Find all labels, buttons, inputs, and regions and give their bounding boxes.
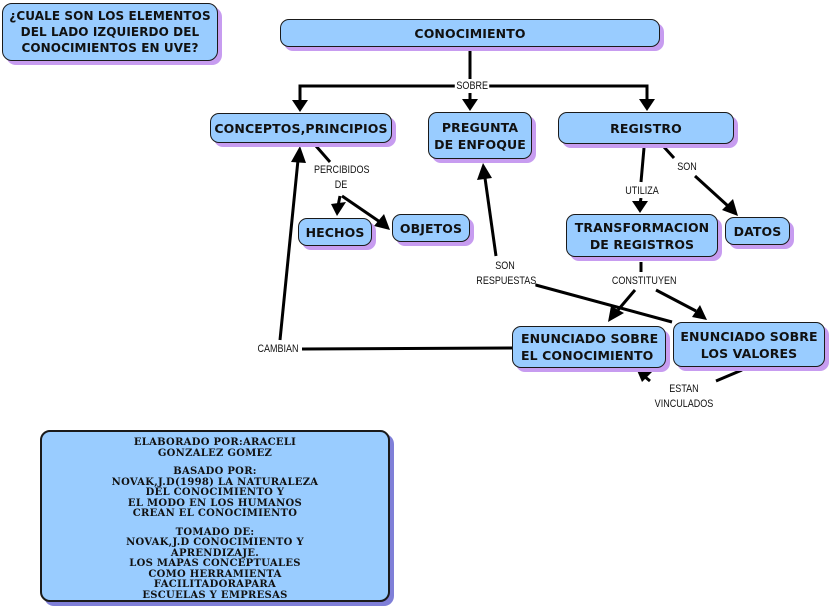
link-label-constituyen: CONSTITUYEN — [610, 274, 677, 288]
node-enunciado-conocimiento[interactable]: ENUNCIADO SOBRE EL CONOCIMIENTO — [512, 326, 666, 368]
link-label-percibidos-de: PERCIBIDOS DE — [312, 163, 370, 193]
connector-enunciado-cambian — [301, 346, 513, 351]
node-transformacion-registros[interactable]: TRANSFORMACION DE REGISTROS — [566, 214, 718, 257]
link-label-utiliza: UTILIZA — [621, 184, 663, 198]
node-datos[interactable]: DATOS — [725, 217, 790, 245]
node-enunciado-conocimiento-label: ENUNCIADO SOBRE EL CONOCIMIENTO — [521, 331, 659, 363]
arrowhead-enunciado-conocimiento — [608, 306, 624, 322]
link-label-cambian: CAMBIAN — [255, 342, 301, 356]
connector-sonresp-pregunta — [483, 177, 498, 257]
node-conocimiento-label: CONOCIMIENTO — [414, 25, 526, 41]
link-label-son: SON — [674, 160, 700, 174]
node-pregunta-enfoque[interactable]: PREGUNTA DE ENFOQUE — [428, 112, 532, 159]
connector-constituyen-conocimiento — [616, 289, 637, 311]
arrowhead-cambian — [291, 146, 306, 163]
connector-valores-sonresp — [531, 282, 673, 324]
arrowhead-pregunta — [462, 99, 478, 111]
node-pregunta-enfoque-label: PREGUNTA DE ENFOQUE — [434, 119, 526, 152]
node-conocimiento[interactable]: CONOCIMIENTO — [280, 19, 660, 47]
connector-cambian-conceptos — [278, 159, 300, 341]
node-objetos-label: OBJETOS — [399, 220, 463, 236]
node-registro[interactable]: REGISTRO — [558, 112, 734, 144]
credits-basado: BASADO POR: NOVAK,J.D(1998) LA NATURALEZ… — [111, 466, 319, 519]
connector-conceptos-percibidos — [314, 145, 332, 163]
link-label-estan-vinculados: ESTAN VINCULADOS — [652, 382, 716, 412]
connector-sobre-conceptos — [298, 84, 455, 102]
arrowhead-vinculados — [636, 368, 652, 382]
connector-sobre-registro — [488, 84, 649, 102]
connector-valores-vinculados — [715, 368, 743, 383]
arrowhead-conceptos — [292, 100, 308, 112]
node-objetos[interactable]: OBJETOS — [392, 214, 470, 242]
node-hechos[interactable]: HECHOS — [298, 218, 372, 246]
arrowhead-pregunta-enfoque — [477, 163, 492, 180]
arrowhead-registro — [639, 99, 655, 111]
connector-registro-son — [662, 145, 676, 160]
link-label-son-respuestas: SON RESPUESTAS — [474, 259, 537, 289]
connector-registro-utiliza — [639, 147, 646, 183]
link-label-sobre: SOBRE — [454, 79, 490, 93]
question-box: ¿CUALE SON LOS ELEMENTOS DEL LADO IZQUIE… — [2, 3, 218, 61]
arrowhead-datos — [722, 199, 738, 216]
credits-elaborado: ELABORADO POR:ARACELI GONZALEZ GOMEZ — [133, 437, 297, 459]
arrowhead-enunciado-valores — [692, 305, 707, 320]
node-transformacion-registros-label: TRANSFORMACION DE REGISTROS — [574, 219, 710, 252]
arrowhead-hechos — [331, 202, 346, 216]
connector-constituyen-valores — [655, 288, 697, 313]
node-enunciado-valores[interactable]: ENUNCIADO SOBRE LOS VALORES — [673, 322, 825, 367]
node-conceptos-principios-label: CONCEPTOS,PRINCIPIOS — [214, 120, 388, 136]
node-conceptos-principios[interactable]: CONCEPTOS,PRINCIPIOS — [210, 113, 392, 143]
arrowhead-objetos — [374, 214, 390, 230]
node-hechos-label: HECHOS — [305, 224, 365, 240]
credits-box: ELABORADO POR:ARACELI GONZALEZ GOMEZ BAS… — [40, 430, 390, 602]
credits-tomado: TOMADO DE: NOVAK,J.D CONOCIMIENTO Y APRE… — [126, 526, 304, 601]
node-enunciado-valores-label: ENUNCIADO SOBRE LOS VALORES — [680, 328, 818, 361]
node-datos-label: DATOS — [733, 223, 782, 239]
node-registro-label: REGISTRO — [610, 120, 682, 136]
arrowhead-transformacion — [632, 201, 648, 213]
connector-de-objetos — [341, 194, 381, 224]
question-text: ¿CUALE SON LOS ELEMENTOS DEL LADO IZQUIE… — [9, 9, 211, 55]
connector-son-datos — [693, 174, 730, 208]
